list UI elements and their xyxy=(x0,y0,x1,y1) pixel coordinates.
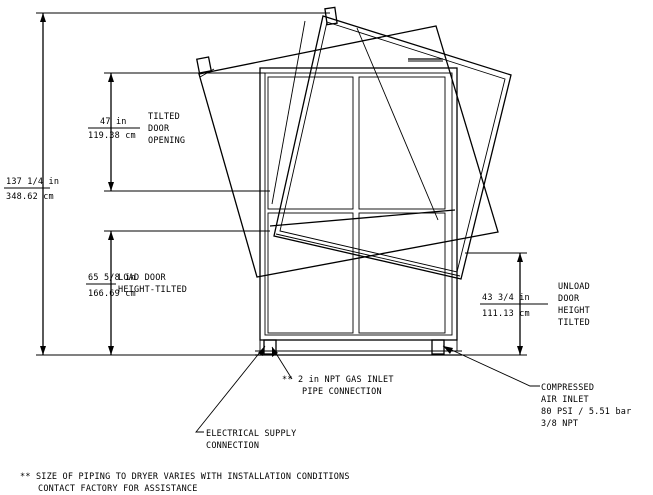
compressed-air-text-1: COMPRESSED xyxy=(541,383,594,393)
load-height-text-2: HEIGHT-TILTED xyxy=(118,285,187,295)
tilted-opening-text-2: DOOR xyxy=(148,124,170,134)
overall-height-in: 137 1/4 in xyxy=(6,177,59,187)
footnote: ** SIZE OF PIPING TO DRYER VARIES WITH I… xyxy=(20,472,350,494)
unload-height-dimension: 43 3/4 in 111.13 cm UNLOAD DOOR HEIGHT T… xyxy=(462,252,590,356)
load-height-dimension: 65 5/8 in 166.69 cm LOAD DOOR HEIGHT-TIL… xyxy=(86,230,270,355)
gas-inlet-text-2: PIPE CONNECTION xyxy=(302,387,382,397)
compressed-air-text-3: 80 PSI / 5.51 bar xyxy=(541,407,631,417)
unload-height-text-1: UNLOAD xyxy=(558,282,590,292)
footnote-line-2: CONTACT FACTORY FOR ASSISTANCE xyxy=(38,484,198,494)
tilted-load-outline xyxy=(196,25,499,278)
gas-inlet-text-1: ** 2 in NPT GAS INLET xyxy=(282,375,394,385)
tilted-opening-text-3: OPENING xyxy=(148,136,185,146)
tilted-opening-in: 47 in xyxy=(100,117,127,127)
load-height-in: 65 5/8 in xyxy=(88,273,136,283)
load-height-text-1: LOAD DOOR xyxy=(118,273,167,283)
unload-height-text-4: TILTED xyxy=(558,318,590,328)
compressed-air-text-2: AIR INLET xyxy=(541,395,589,405)
electrical-callout: ELECTRICAL SUPPLY CONNECTION xyxy=(195,345,296,451)
tilted-opening-text-1: TILTED xyxy=(148,112,180,122)
load-height-cm: 166.69 cm xyxy=(88,289,136,299)
footnote-line-1: ** SIZE OF PIPING TO DRYER VARIES WITH I… xyxy=(20,472,350,482)
tilted-unload-outline xyxy=(269,6,512,280)
unload-height-text-2: DOOR xyxy=(558,294,580,304)
electrical-text-2: CONNECTION xyxy=(206,441,259,451)
machine-frame xyxy=(255,58,462,356)
tilted-opening-dimension: 47 in 119.38 cm TILTED DOOR OPENING xyxy=(88,72,270,192)
gas-inlet-callout: ** 2 in NPT GAS INLET PIPE CONNECTION xyxy=(271,346,394,397)
compressed-air-text-4: 3/8 NPT xyxy=(541,419,578,429)
unload-height-text-3: HEIGHT xyxy=(558,306,590,316)
overall-height-dimension: 137 1/4 in 348.62 cm xyxy=(4,12,330,356)
compressed-air-callout: COMPRESSED AIR INLET 80 PSI / 5.51 bar 3… xyxy=(442,345,631,429)
electrical-text-1: ELECTRICAL SUPPLY xyxy=(206,429,296,439)
overall-height-cm: 348.62 cm xyxy=(6,192,54,202)
tilted-opening-cm: 119.38 cm xyxy=(88,131,136,141)
unload-height-in: 43 3/4 in xyxy=(482,293,530,303)
unload-height-cm: 111.13 cm xyxy=(482,309,530,319)
